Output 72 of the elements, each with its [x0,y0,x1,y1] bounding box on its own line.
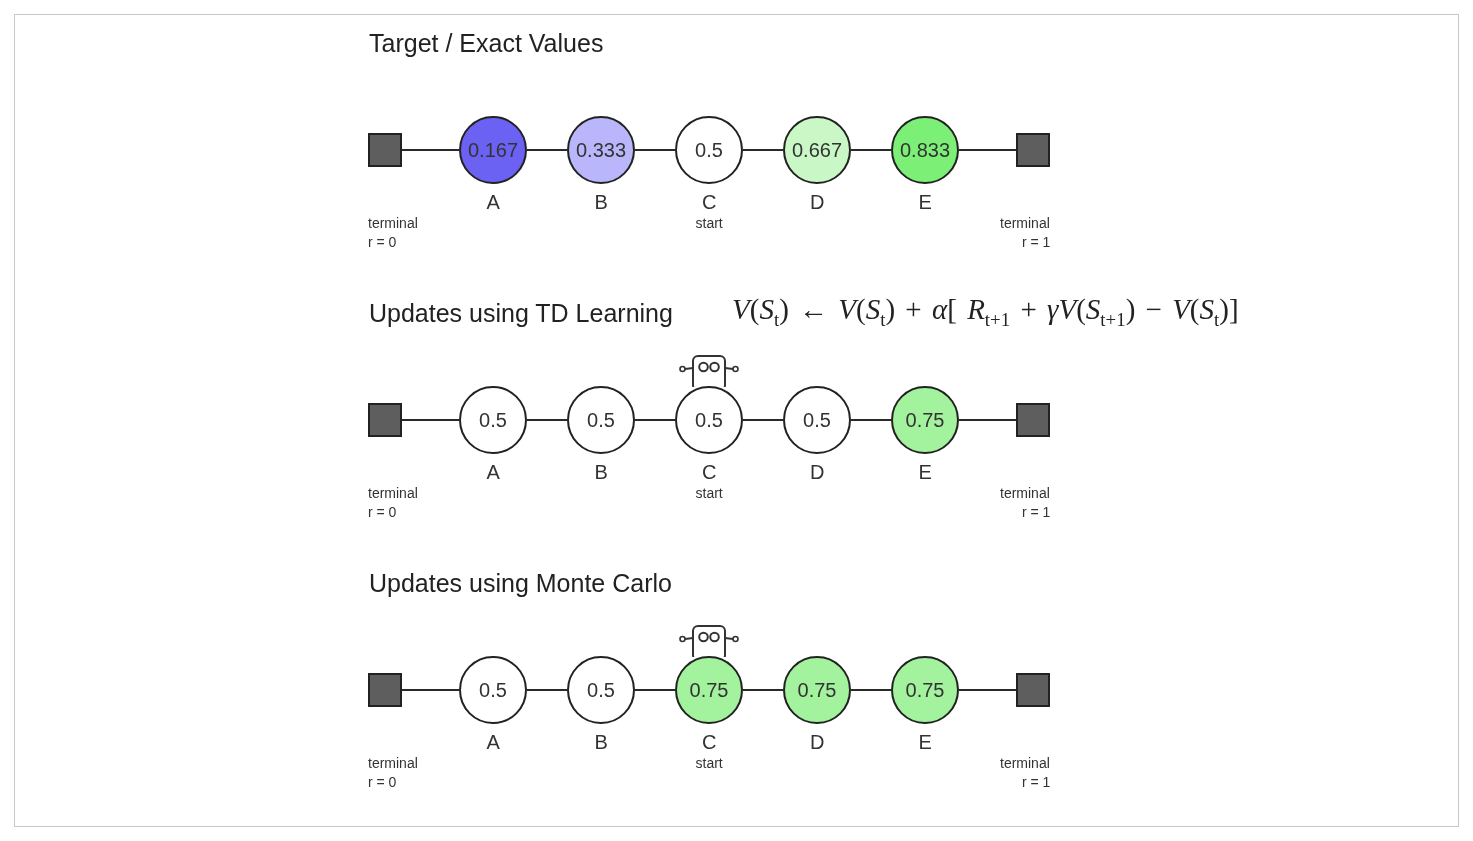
state-circle: 0.5 [567,386,635,454]
connector-line [401,419,460,421]
state-circle: 0.833 [891,116,959,184]
connector-line [850,149,892,151]
state-label: B [594,192,608,212]
connector-line [526,149,568,151]
state-circle: 0.75 [783,656,851,724]
state-circle: 0.5 [459,386,527,454]
state-label: E [918,462,932,482]
state-label: A [486,192,500,212]
reward-label: r = 0 [368,505,397,519]
state-circle: 0.167 [459,116,527,184]
state-label: C [702,732,717,752]
terminal-label: terminal [1000,486,1050,500]
state-circle: 0.5 [459,656,527,724]
state-label: D [810,462,825,482]
state-label: E [918,732,932,752]
state-circle: 0.75 [891,656,959,724]
terminal-square [1016,673,1050,707]
state-label: B [594,462,608,482]
connector-line [958,689,1017,691]
terminal-square [368,133,402,167]
reward-label: r = 1 [1022,235,1051,249]
state-label: E [918,192,932,212]
state-label: A [486,732,500,752]
connector-line [401,149,460,151]
connector-line [634,689,676,691]
connector-line [850,419,892,421]
terminal-square [1016,403,1050,437]
state-circle: 0.5 [783,386,851,454]
connector-line [742,689,784,691]
terminal-label: terminal [1000,216,1050,230]
state-circle: 0.5 [675,116,743,184]
state-circle: 0.667 [783,116,851,184]
terminal-square [368,403,402,437]
connector-line [850,689,892,691]
state-label: D [810,192,825,212]
terminal-label: terminal [368,216,418,230]
terminal-label: terminal [1000,756,1050,770]
state-label: C [702,192,717,212]
connector-line [526,689,568,691]
section-heading: Target / Exact Values [369,31,604,56]
connector-line [958,419,1017,421]
terminal-label: terminal [368,486,418,500]
reward-label: r = 1 [1022,775,1051,789]
state-note: start [695,216,723,230]
connector-line [742,149,784,151]
terminal-square [368,673,402,707]
state-circle: 0.75 [891,386,959,454]
state-circle: 0.333 [567,116,635,184]
reward-label: r = 1 [1022,505,1051,519]
connector-line [401,689,460,691]
terminal-label: terminal [368,756,418,770]
state-label: C [702,462,717,482]
state-circle: 0.75 [675,656,743,724]
terminal-square [1016,133,1050,167]
state-circle: 0.5 [567,656,635,724]
update-formula: V(S$_{t}$) ← V(S$_{t}$) + α[ R$_{t+1}$ + γV(S$_{t+1}$) − V(S$_{t}$)] [732,295,1239,330]
reward-label: r = 0 [368,235,397,249]
reward-label: r = 0 [368,775,397,789]
connector-line [634,419,676,421]
section-heading: Updates using Monte Carlo [369,571,672,596]
connector-line [634,149,676,151]
state-label: A [486,462,500,482]
state-label: D [810,732,825,752]
connector-line [958,149,1017,151]
connector-line [742,419,784,421]
section-heading: Updates using TD Learning [369,301,673,326]
connector-line [526,419,568,421]
state-note: start [695,756,723,770]
state-label: B [594,732,608,752]
state-note: start [695,486,723,500]
